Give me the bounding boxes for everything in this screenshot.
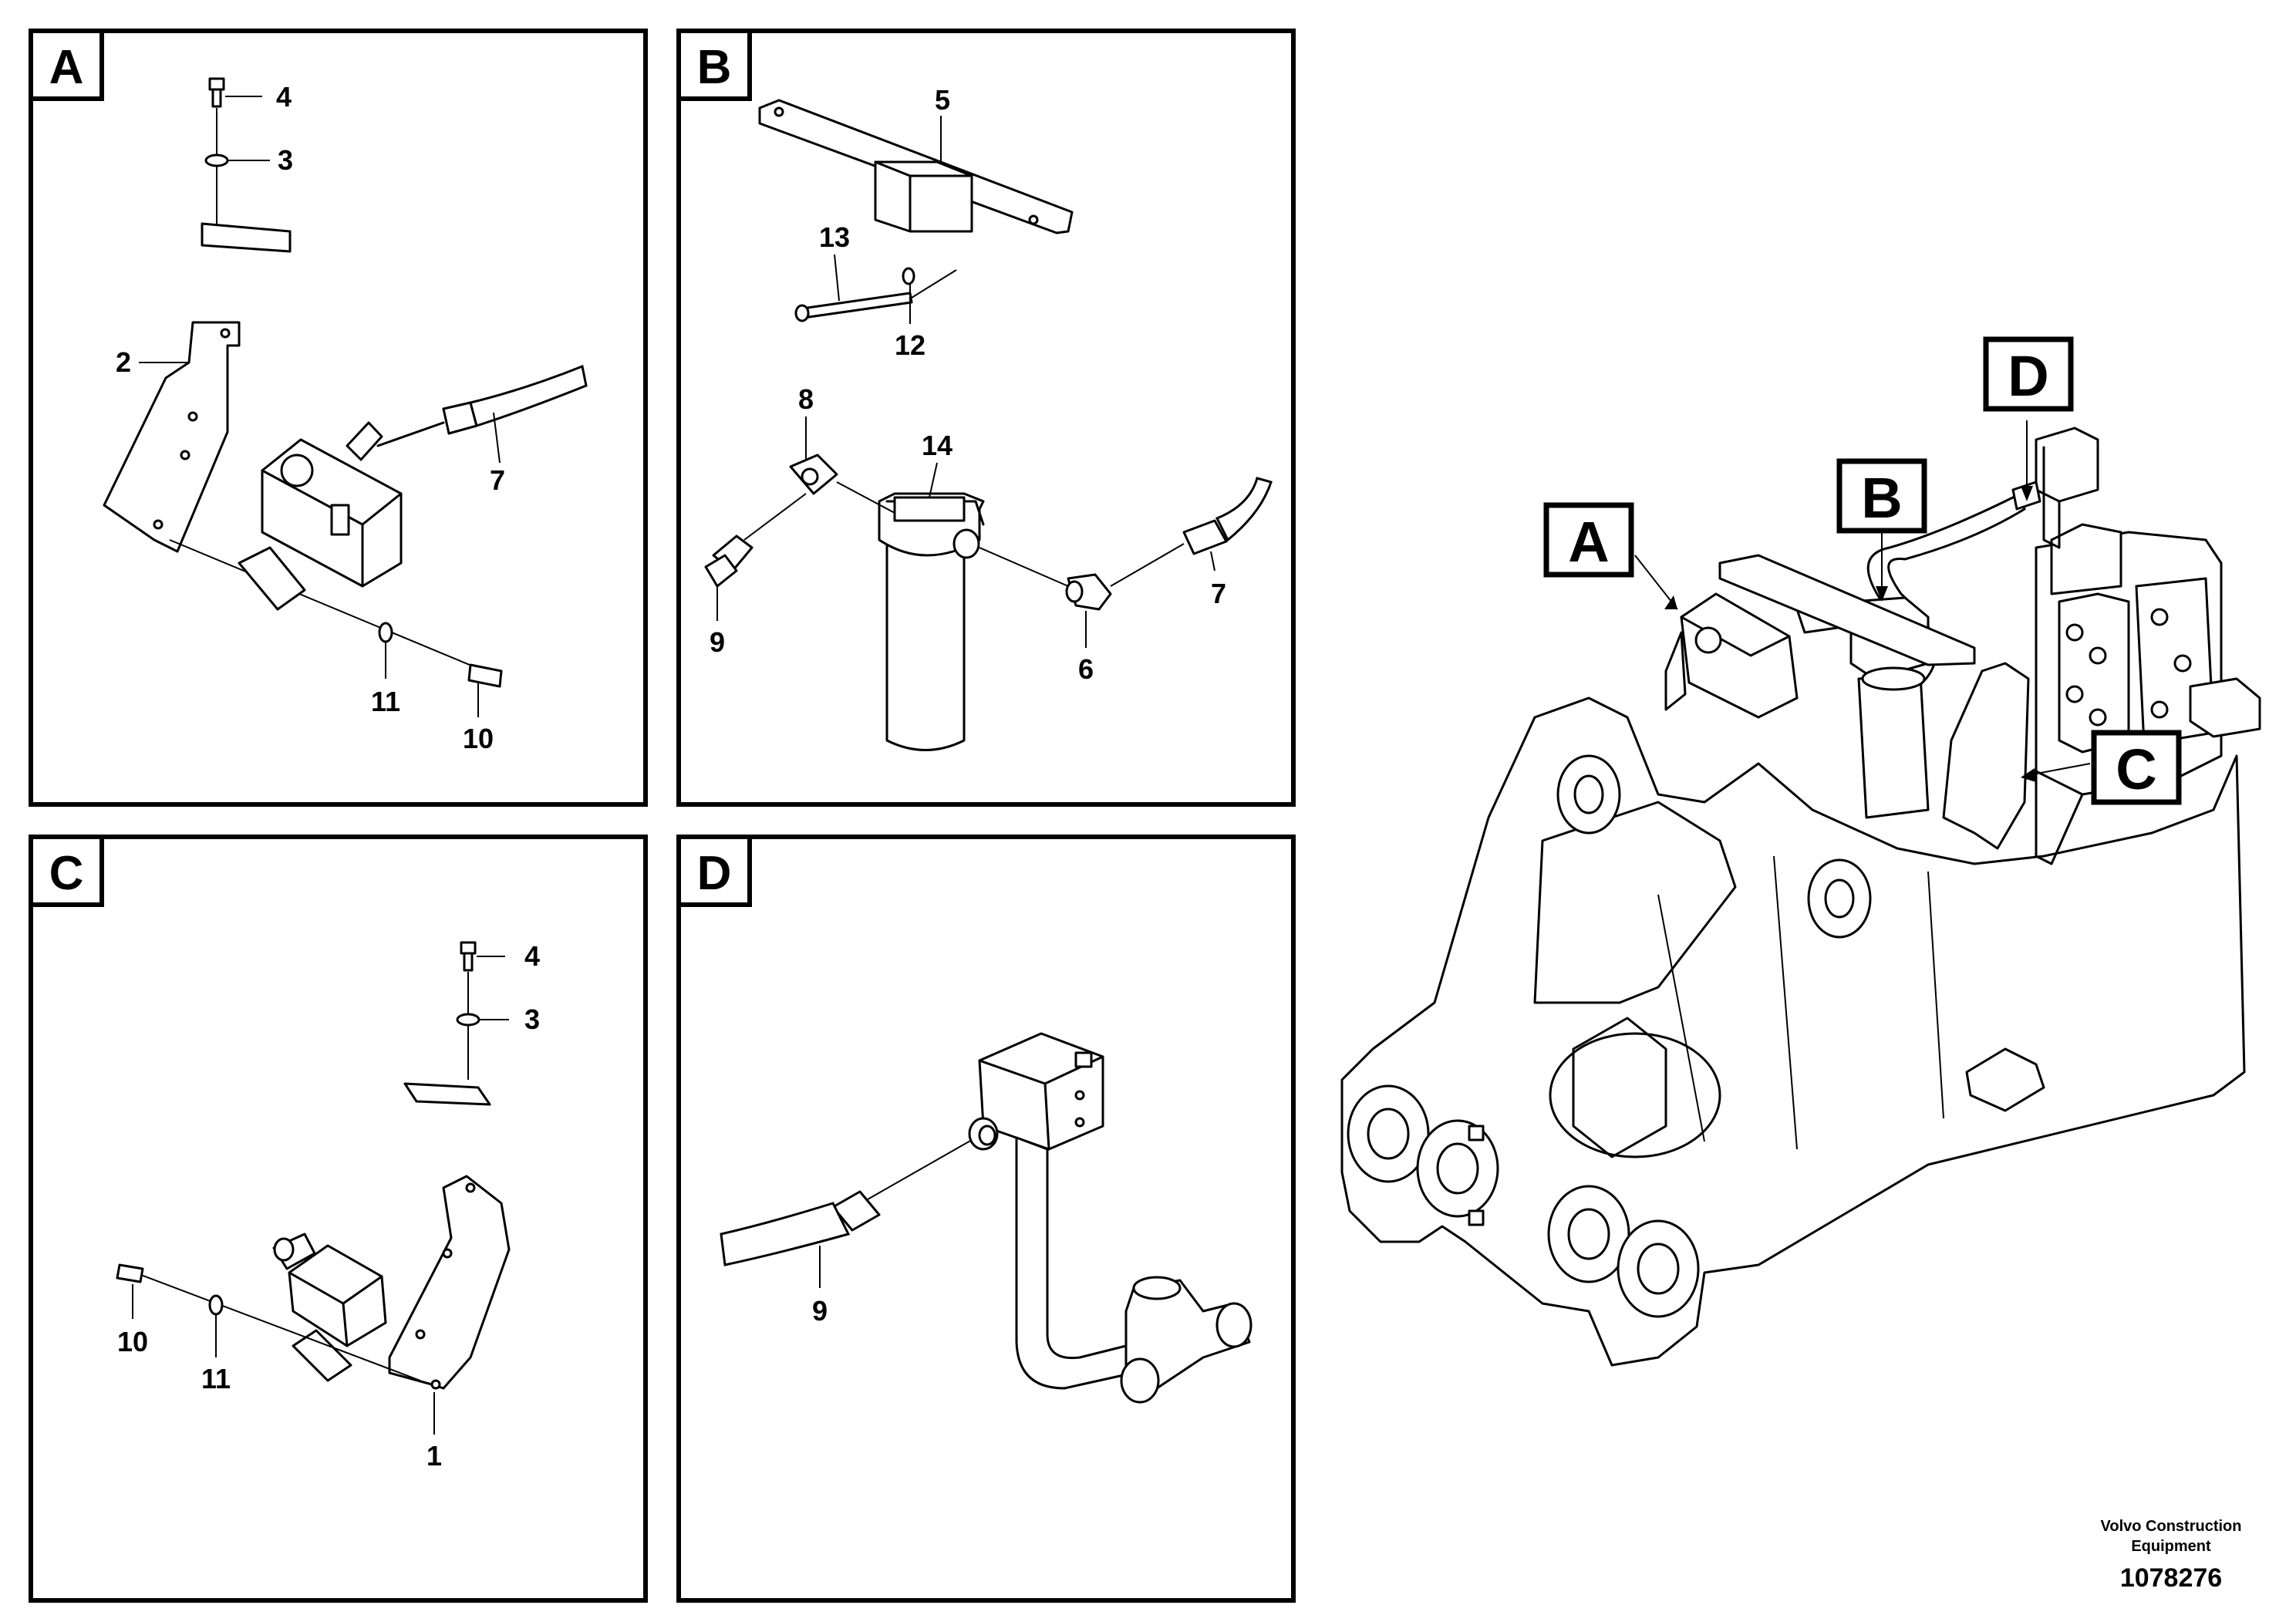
panel-c: C 4 3 10 bbox=[29, 835, 648, 1603]
callout-b-9: 9 bbox=[710, 626, 725, 658]
callout-b-8: 8 bbox=[798, 383, 814, 415]
overview-label-d: D bbox=[1983, 336, 2074, 412]
callout-b-5: 5 bbox=[935, 84, 950, 116]
control-valve-bank-icon bbox=[2035, 523, 2261, 865]
overview-label-b: B bbox=[1836, 458, 1927, 534]
solenoid-valve-icon bbox=[261, 421, 403, 588]
callout-c-1: 1 bbox=[426, 1440, 442, 1472]
screw-10c-icon bbox=[116, 1263, 144, 1283]
callout-b-13: 13 bbox=[819, 221, 850, 253]
pipe-tee-icon bbox=[1120, 1276, 1253, 1404]
washer-11c-icon bbox=[208, 1294, 224, 1316]
mounting-plate-c-icon bbox=[403, 1082, 491, 1106]
panel-a-id: A bbox=[49, 41, 84, 94]
solenoid-valve-c-icon bbox=[272, 1233, 387, 1347]
support-bar-5-icon bbox=[758, 99, 1074, 234]
callout-c-10: 10 bbox=[117, 1326, 148, 1357]
fitting-d-icon bbox=[968, 1117, 999, 1151]
overview-label-c: C bbox=[2091, 730, 2182, 805]
panel-d-id: D bbox=[697, 847, 732, 900]
panel-d: D 9 bbox=[676, 835, 1296, 1603]
pin-lugs-icon bbox=[1347, 1084, 1700, 1318]
washer-11-icon bbox=[378, 622, 393, 643]
overview-a-solenoid-icon bbox=[1664, 592, 1799, 719]
callout-c-11: 11 bbox=[201, 1363, 231, 1394]
callout-c-3: 3 bbox=[524, 1003, 540, 1035]
overview-label-c-text: C bbox=[2116, 737, 2156, 801]
overview-label-a: A bbox=[1543, 502, 1634, 578]
washer-3-icon bbox=[204, 153, 229, 167]
screw-4-icon bbox=[208, 77, 225, 108]
overview-label-d-text: D bbox=[2008, 344, 2048, 408]
callout-a-7: 7 bbox=[490, 464, 505, 496]
panel-b-id-box bbox=[676, 29, 752, 101]
callout-a-4: 4 bbox=[276, 81, 292, 113]
mounting-plate-icon bbox=[201, 222, 292, 253]
washer-12-icon bbox=[902, 267, 915, 285]
overview-c-bracket-icon bbox=[1942, 662, 2030, 850]
bracket-2-icon bbox=[103, 321, 241, 553]
callout-a-3: 3 bbox=[278, 144, 293, 176]
callout-a-10: 10 bbox=[463, 723, 494, 754]
callout-b-14: 14 bbox=[922, 430, 952, 461]
panel-c-id: C bbox=[49, 847, 84, 900]
spacer-block-c-icon bbox=[292, 1329, 352, 1382]
hose-7-icon bbox=[469, 364, 588, 427]
fitting-8-icon bbox=[789, 454, 838, 495]
screw-4c-icon bbox=[460, 941, 477, 972]
footer-company-line1: Volvo Construction bbox=[2101, 1518, 2242, 1535]
screw-10-icon bbox=[467, 663, 503, 688]
panel-a: A bbox=[29, 29, 648, 807]
hose-7b-icon bbox=[1215, 477, 1273, 542]
elbow-6-icon bbox=[1065, 573, 1112, 611]
panel-b-id: B bbox=[697, 41, 732, 94]
callout-b-7: 7 bbox=[1211, 578, 1226, 609]
panel-c-id-box bbox=[29, 835, 104, 907]
footer-doc-number: 1078276 bbox=[2120, 1563, 2222, 1593]
callout-d-9: 9 bbox=[812, 1295, 828, 1327]
fitting-9-icon bbox=[704, 534, 754, 588]
callout-b-12: 12 bbox=[895, 329, 925, 361]
overview-label-b-text: B bbox=[1861, 466, 1902, 530]
filter-14-icon bbox=[878, 492, 985, 751]
valve-block-icon bbox=[978, 1032, 1104, 1151]
callout-b-6: 6 bbox=[1078, 653, 1094, 685]
footer-company-line2: Equipment bbox=[2131, 1538, 2211, 1555]
callout-c-4: 4 bbox=[524, 940, 540, 972]
spacer-block-icon bbox=[238, 546, 306, 611]
overview-b-filter-icon bbox=[1718, 554, 1976, 819]
callout-a-2: 2 bbox=[116, 346, 131, 378]
panel-b: B bbox=[676, 29, 1296, 807]
overview-machine bbox=[1340, 420, 2261, 1367]
hose-9-icon bbox=[720, 1202, 851, 1266]
washer-3c-icon bbox=[456, 1013, 480, 1027]
panel-d-id-box bbox=[676, 835, 752, 907]
overview-label-a-text: A bbox=[1568, 510, 1609, 574]
hose-fitting-d-icon bbox=[831, 1190, 881, 1232]
panel-a-id-box bbox=[29, 29, 104, 101]
hose-fitting-b-icon bbox=[1182, 519, 1228, 555]
callout-a-11: 11 bbox=[371, 686, 400, 717]
